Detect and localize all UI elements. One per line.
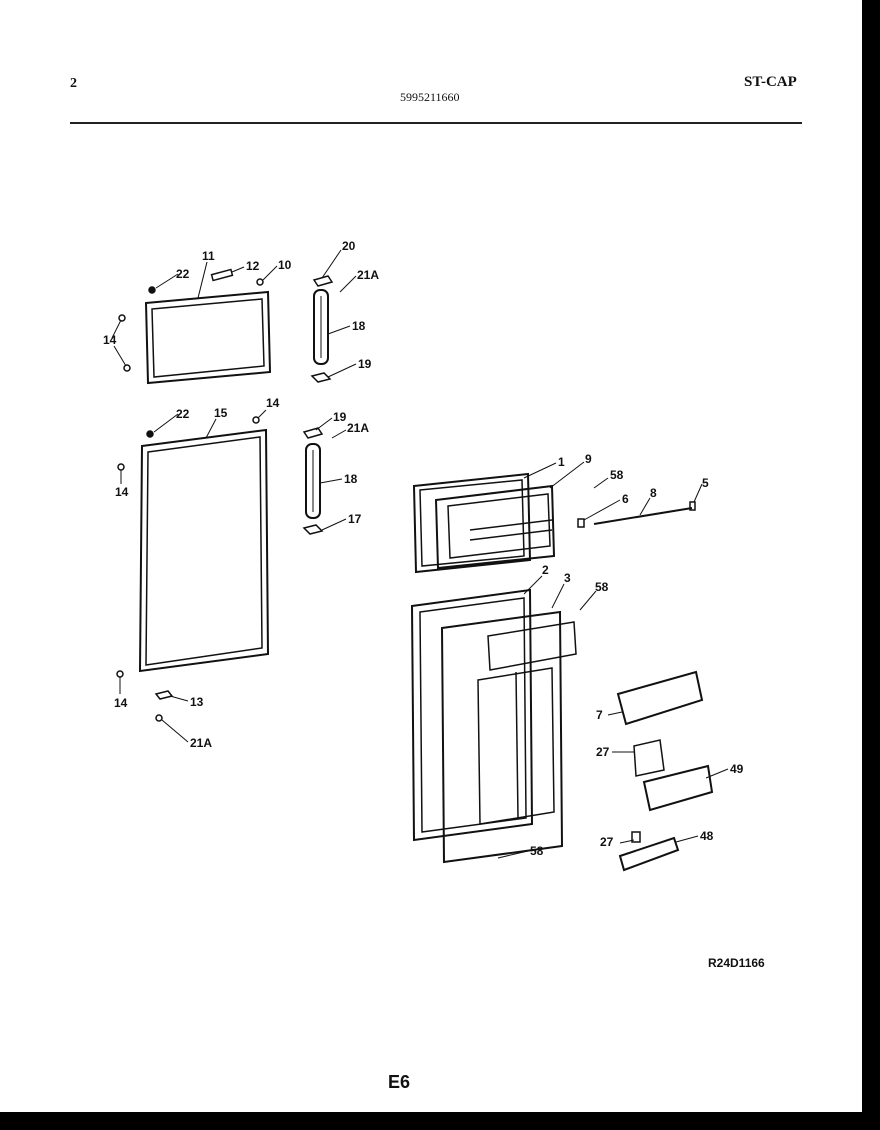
door-bins [616,670,714,872]
callout-21a: 21A [357,268,379,282]
callout-11: 11 [202,249,215,263]
callout-49: 49 [730,762,744,776]
callout-58: 58 [595,580,609,594]
callout-9: 9 [585,452,592,466]
callout-8: 8 [650,486,657,500]
part-number: 5995211660 [400,90,460,104]
callout-6: 6 [622,492,629,506]
callout-48: 48 [700,829,714,843]
hinge-pin-upper [313,289,329,365]
callout-27: 27 [600,835,614,849]
callout-22: 22 [176,267,190,281]
callout-14: 14 [114,696,128,710]
freezer-door-gasket [144,290,272,385]
callout-22: 22 [176,407,190,421]
callout-19: 19 [333,410,347,424]
callout-labels: 22 11 12 10 14 20 21A 18 19 22 15 14 14 … [103,239,744,858]
freezer-door-assembly [412,472,556,574]
callout-14: 14 [103,333,117,347]
callout-13: 13 [190,695,204,709]
callout-15: 15 [214,406,228,420]
header-rule [70,122,802,124]
leader-lines [111,249,729,859]
callout-58: 58 [530,844,544,858]
callout-27: 27 [596,745,610,759]
fresh-food-door-gasket [138,428,270,673]
hinge-pin-lower [305,443,321,519]
callout-20: 20 [342,239,356,253]
callout-14: 14 [115,485,129,499]
scan-edge-bottom [0,1112,880,1130]
drawing-reference-code: R24D1166 [708,956,765,970]
callout-21a: 21A [190,736,212,750]
callout-19: 19 [358,357,372,371]
hardware-small-parts [116,268,334,722]
callout-2: 2 [542,563,549,577]
callout-1: 1 [558,455,565,469]
callout-58: 58 [610,468,624,482]
callout-5: 5 [702,476,709,490]
callout-21a: 21A [347,421,369,435]
callout-17: 17 [348,512,362,526]
page-number: 2 [70,76,77,91]
callout-7: 7 [596,708,603,722]
model-code: ST-CAP [744,74,797,90]
callout-18: 18 [344,472,358,486]
callout-12: 12 [246,259,260,273]
fresh-food-door-assembly [410,588,577,864]
callout-3: 3 [564,571,571,585]
page-code: E6 [388,1072,411,1092]
door-rod [577,501,696,528]
scan-edge-right [862,0,880,1130]
callout-10: 10 [278,258,292,272]
callout-18: 18 [352,319,366,333]
callout-14: 14 [266,396,280,410]
